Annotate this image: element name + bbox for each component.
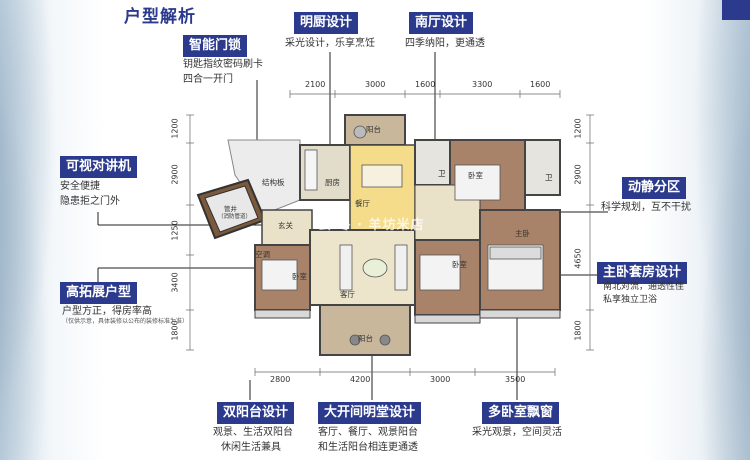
tag-open-hall: 大开间明堂设计	[318, 402, 422, 424]
dim-bottom-3: 3000	[430, 375, 451, 384]
desc-smart-lock-2: 四合一开门	[183, 74, 233, 85]
dim-left-4: 3400	[170, 272, 180, 293]
dim-left-2: 2900	[170, 164, 180, 185]
tag-bay-window: 多卧室飘窗	[482, 402, 560, 424]
room-master: 主卧	[515, 229, 530, 238]
desc-expansion-note: （仅供示意，具体装修以公布的装修标准为准）	[62, 318, 189, 325]
dim-left-1: 1200	[170, 118, 180, 139]
tag-double-balcony: 双阳台设计	[217, 402, 295, 424]
room-dining: 餐厅	[355, 199, 370, 208]
desc-double-balcony-2: 休闲生活兼具	[221, 442, 281, 453]
tag-intercom: 可视对讲机	[60, 156, 138, 178]
desc-master-suite-2: 私享独立卫浴	[603, 295, 658, 305]
dim-right-2: 2900	[573, 164, 583, 185]
dim-bottom-4: 3500	[505, 375, 526, 384]
desc-double-balcony-1: 观景、生活双阳台	[213, 427, 293, 438]
room-bedroom-west: 卧室	[292, 272, 307, 281]
tag-master-suite: 主卧套房设计	[597, 262, 688, 284]
desc-intercom-1: 安全便捷	[60, 181, 100, 192]
furniture	[261, 125, 544, 346]
desc-south-hall: 四季纳阳，更通透	[405, 38, 485, 49]
dim-top-5: 1600	[530, 80, 551, 89]
corner-bar	[722, 0, 750, 20]
desc-intercom-2: 隐患拒之门外	[60, 196, 120, 207]
desc-master-suite-1: 南北对流，通透性佳	[603, 282, 685, 292]
tag-zoning: 动静分区	[622, 177, 687, 199]
tag-south-hall: 南厅设计	[409, 12, 474, 34]
room-balcony-bottom: 阳台	[358, 334, 373, 343]
desc-zoning: 科学规划，互不干扰	[601, 202, 691, 213]
watermark: 云 冬 · 羊坊米店	[318, 218, 425, 233]
desc-bright-kitchen: 采光设计，乐享烹饪	[285, 38, 375, 49]
dim-top-2: 3000	[365, 80, 386, 89]
desc-smart-lock-1: 钥匙指纹密码刷卡	[183, 59, 263, 70]
room-living: 客厅	[340, 290, 355, 299]
room-kitchen: 厨房	[325, 178, 340, 187]
desc-open-hall-2: 和生活阳台相连更通透	[318, 442, 418, 453]
room-bedroom-north: 卧室	[468, 171, 483, 180]
desc-expansion: 户型方正，得房率高	[62, 306, 152, 317]
room-bedroom-center: 卧室	[452, 260, 467, 269]
room-ac: 空调	[255, 250, 270, 259]
tag-bright-kitchen: 明厨设计	[294, 12, 359, 34]
room-bath-2: 卫	[545, 173, 553, 182]
tag-smart-lock: 智能门锁	[183, 35, 248, 57]
tag-expansion: 高拓展户型	[60, 282, 138, 304]
dim-right-1: 1200	[573, 118, 583, 139]
mist-right-decoration	[680, 0, 750, 460]
room-shaft-sub: （消防管道）	[218, 214, 252, 220]
dim-right-4: 1800	[573, 320, 583, 341]
page-title: 户型解析	[124, 7, 196, 27]
plan-rooms	[196, 114, 561, 356]
room-bath-1: 卫	[438, 169, 446, 178]
desc-open-hall-1: 客厅、餐厅、观景阳台	[318, 427, 418, 438]
desc-bay-window: 采光观景，空间灵活	[472, 427, 562, 438]
dim-left-3: 1250	[170, 220, 180, 241]
room-balcony-top: 阳台	[366, 125, 381, 134]
room-shaft: 管井	[224, 205, 237, 213]
dim-top-3: 1600	[415, 80, 436, 89]
dim-top-4: 3300	[472, 80, 493, 89]
room-foyer: 玄关	[278, 221, 293, 230]
dim-bottom-1: 2800	[270, 375, 291, 384]
dimension-lines	[186, 90, 594, 376]
room-structural: 结构板	[262, 178, 285, 187]
dim-right-3: 4650	[573, 248, 583, 269]
dim-bottom-2: 4200	[350, 375, 371, 384]
dim-top-1: 2100	[305, 80, 326, 89]
mist-left-decoration	[0, 0, 70, 460]
